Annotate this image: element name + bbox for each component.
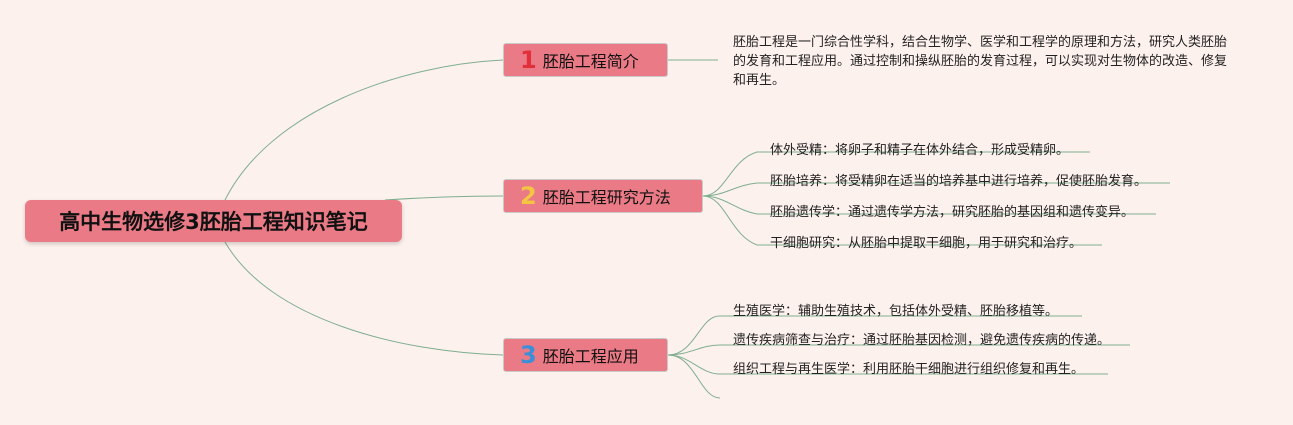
root-topic[interactable]: 高中生物选修3胚胎工程知识笔记 [25, 200, 402, 242]
number-1-icon: 1 [520, 46, 537, 74]
branch-applications[interactable]: 3 胚胎工程应用 [503, 338, 668, 372]
applications-item-reproductive[interactable]: 生殖医学：辅助生殖技术，包括体外受精、胚胎移植等。 [733, 304, 1059, 319]
connector-branch3-leaf1 [667, 315, 1082, 356]
connector-branch2-leaf2 [702, 182, 1170, 197]
connector-branch3-leaf4 [667, 354, 721, 399]
methods-item-ivf[interactable]: 体外受精：将卵子和精子在体外结合，形成受精卵。 [770, 143, 1070, 158]
branch-methods[interactable]: 2 胚胎工程研究方法 [503, 179, 703, 213]
number-3-icon: 3 [520, 341, 537, 369]
connector-root-branch3 [224, 241, 504, 356]
connector-branch2-leaf3 [702, 195, 1156, 215]
branch-intro[interactable]: 1 胚胎工程简介 [503, 43, 668, 77]
methods-item-culture[interactable]: 胚胎培养：将受精卵在适当的培养基中进行培养，促使胚胎发育。 [770, 174, 1148, 189]
connector-root-branch2 [384, 195, 504, 201]
methods-item-genetics[interactable]: 胚胎遗传学：通过遗传学方法，研究胚胎的基因组和遗传变异。 [770, 205, 1135, 220]
connector-branch3-leaf2 [667, 344, 1130, 356]
number-2-icon: 2 [520, 182, 537, 210]
connector-root-branch1 [224, 59, 504, 201]
methods-item-stemcell[interactable]: 干细胞研究：从胚胎中提取干细胞，用于研究和治疗。 [770, 236, 1083, 251]
root-topic-label: 高中生物选修3胚胎工程知识笔记 [59, 210, 368, 234]
connector-branch2-leaf1 [702, 151, 1090, 197]
applications-item-screening[interactable]: 遗传疾病筛查与治疗：通过胚胎基因检测，避免遗传疾病的传递。 [733, 333, 1111, 348]
branch-applications-label: 胚胎工程应用 [542, 347, 639, 366]
applications-item-regenerative[interactable]: 组织工程与再生医学：利用胚胎干细胞进行组织修复和再生。 [733, 362, 1085, 377]
branch-intro-label: 胚胎工程简介 [542, 52, 639, 71]
connector-branch2-leaf4 [702, 195, 1102, 246]
intro-description: 胚胎工程是一门综合性学科，结合生物学、医学和工程学的原理和方法，研究人类胚胎的发… [733, 35, 1228, 88]
branch-methods-label: 胚胎工程研究方法 [542, 188, 671, 207]
